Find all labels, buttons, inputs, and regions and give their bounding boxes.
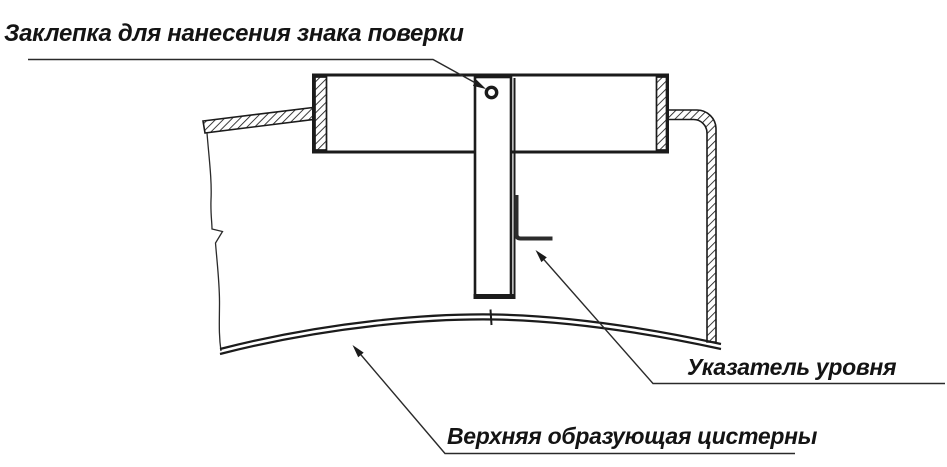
platform-right-endcap (655, 76, 668, 151)
arrowhead-level-indicator (535, 250, 547, 263)
leader-line-level-indicator (538, 253, 945, 385)
verification-rivet (484, 85, 499, 100)
centerline-tick (489, 309, 493, 326)
gauge-column (473, 75, 513, 299)
break-line (206, 132, 224, 352)
level-indicator-bracket (514, 195, 553, 241)
platform-left-endcap (314, 76, 328, 151)
level-indicator-callout-label: Указатель уровня (687, 354, 897, 380)
tank-top-arc-inner (219, 318, 722, 356)
rivet-callout-label: Заклепка для нанесения знака поверки (4, 20, 464, 47)
arrowhead-rivet (472, 79, 486, 89)
arrowhead-tank-top (352, 345, 364, 358)
leader-line-tank-top (355, 348, 795, 455)
leader-line-rivet (28, 58, 482, 87)
tank-top-callout-label: Верхняя образующая цистерны (447, 423, 818, 449)
tank-top-arc-outer (219, 313, 722, 351)
tank-shell-left-strip (202, 106, 314, 134)
